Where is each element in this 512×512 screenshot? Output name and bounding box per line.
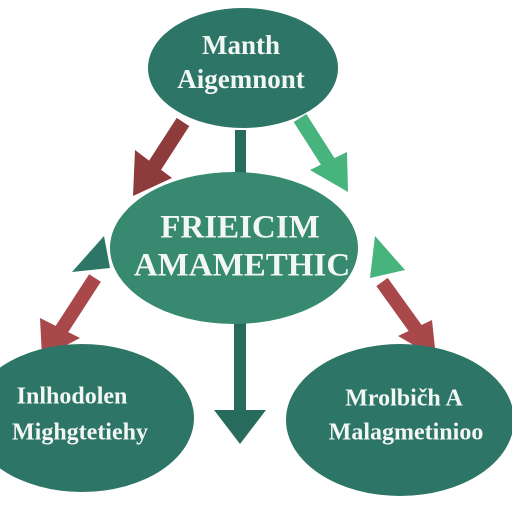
- arrow-top-to-center-left: [133, 117, 190, 196]
- node-center-line1: FRIEICIM: [160, 210, 320, 246]
- left-arrowhead: [72, 236, 110, 272]
- arrow-head: [133, 150, 172, 196]
- arrow-head: [310, 152, 348, 192]
- node-right: Mrolbičh A Malagmetinioo: [286, 344, 512, 496]
- node-left-line1: Inlhodolen: [17, 384, 128, 410]
- node-center: FRIEICIM AMAMETHIC: [110, 172, 358, 324]
- node-top: Manth Aigemnont: [148, 8, 338, 128]
- arrow-shaft: [293, 113, 337, 170]
- connector-top-to-center: [235, 130, 246, 180]
- node-left-line2: Mighgtetiehy: [12, 420, 148, 446]
- node-right-line1: Mrolbičh A: [345, 386, 463, 412]
- node-top-ellipse: [148, 8, 338, 128]
- arrow-head: [214, 410, 266, 444]
- connector-shaft: [235, 130, 246, 180]
- node-left: Inlhodolen Mighgtetiehy: [0, 344, 194, 492]
- node-left-ellipse: [0, 344, 194, 492]
- node-right-line2: Malagmetinioo: [329, 420, 484, 446]
- arrow-shaft: [145, 117, 190, 175]
- right-arrowhead: [370, 236, 405, 278]
- arrow-top-to-center-right: [293, 113, 348, 192]
- arrow-shaft: [234, 322, 246, 412]
- node-center-ellipse: [110, 172, 358, 324]
- arrow-shaft: [376, 277, 424, 337]
- node-top-line1: Manth: [202, 30, 280, 60]
- node-top-line2: Aigemnont: [177, 64, 305, 94]
- node-right-ellipse: [286, 344, 512, 496]
- node-center-line2: AMAMETHIC: [134, 248, 350, 284]
- arrow-center-down: [214, 322, 266, 444]
- arrow-shaft: [54, 274, 101, 336]
